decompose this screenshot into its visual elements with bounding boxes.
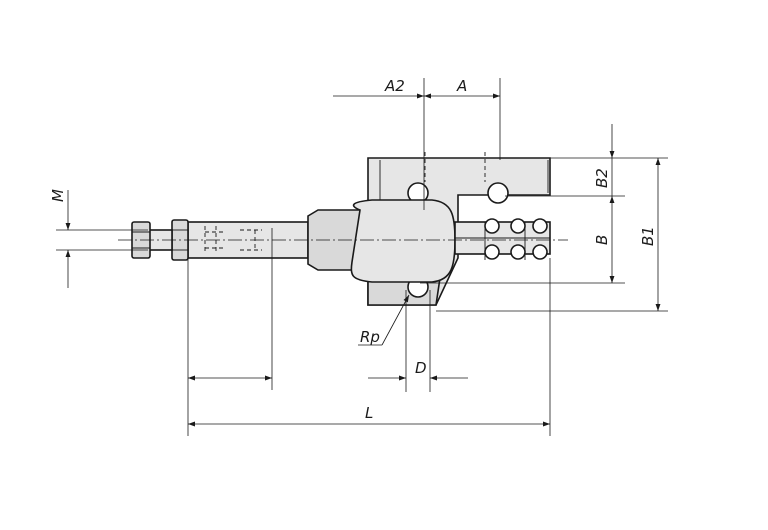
- label-d: D: [415, 359, 427, 377]
- label-a2: A2: [384, 77, 405, 95]
- pivot-pin: [532, 244, 548, 260]
- handle-knob: [350, 199, 456, 283]
- mounting-hole-a: [487, 182, 509, 204]
- label-b2: B2: [593, 168, 611, 188]
- pivot-pin: [532, 218, 548, 234]
- leader-rp: [381, 294, 410, 346]
- pivot-pin: [484, 244, 500, 260]
- label-b: B: [593, 235, 611, 245]
- label-rp: Rp: [360, 328, 380, 346]
- label-a: A: [456, 77, 467, 95]
- dimensions: A2 A B2 B B1 M Rp D: [49, 77, 668, 436]
- pivot-pin: [510, 244, 526, 260]
- label-l: L: [365, 404, 373, 422]
- pivot-pin: [510, 218, 526, 234]
- clamp-part: [118, 152, 568, 306]
- label-m: M: [49, 189, 67, 202]
- linkage-edges: [484, 222, 526, 260]
- pivot-pin: [484, 218, 500, 234]
- label-b1: B1: [639, 226, 657, 246]
